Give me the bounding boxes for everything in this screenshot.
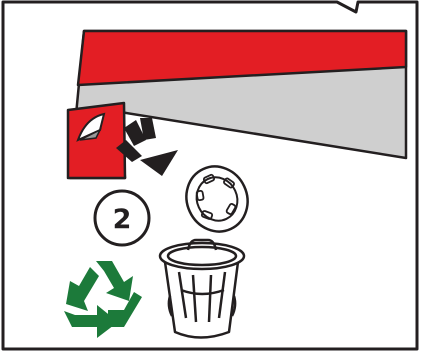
step-number: 2 bbox=[113, 204, 132, 235]
peel-tab bbox=[68, 103, 125, 178]
trash-bin-icon bbox=[160, 240, 244, 338]
step-number-badge: 2 bbox=[95, 191, 149, 245]
